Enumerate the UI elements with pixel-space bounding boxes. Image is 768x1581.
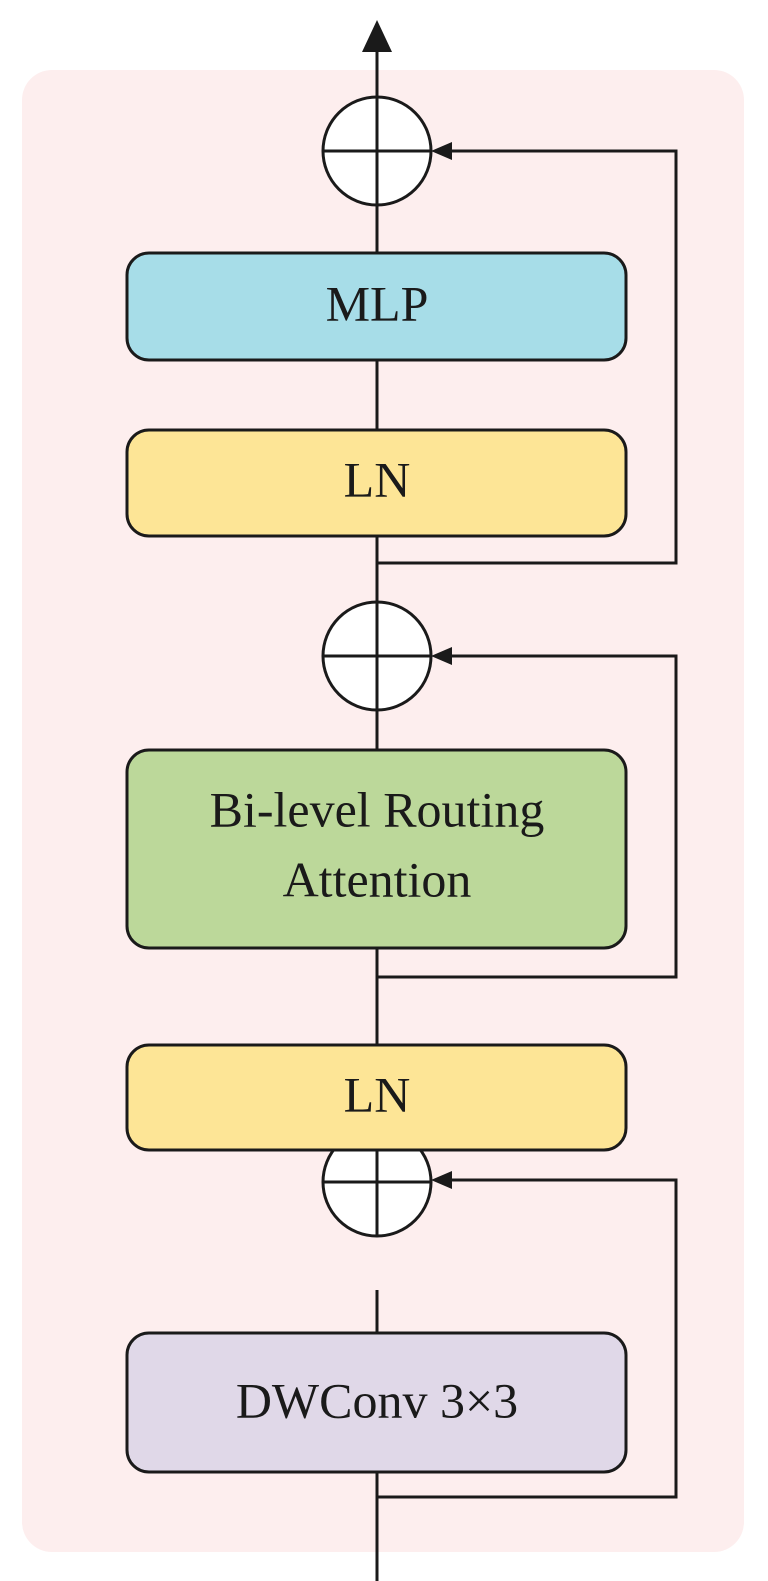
- mlp-block: MLP: [125, 251, 628, 362]
- attention-block: Bi-level Routing Attention: [125, 748, 628, 950]
- layernorm-bottom-label: LN: [344, 1066, 411, 1122]
- arrowhead-icon: [431, 142, 452, 160]
- layernorm-top-label: LN: [344, 451, 411, 507]
- layernorm-top-block: LN: [125, 428, 628, 538]
- residual-connections: [377, 149, 678, 1499]
- dwconv-block: DWConv 3×3: [125, 1331, 628, 1474]
- skip-connection-dwconv: [377, 1178, 678, 1499]
- attention-label-line2: Attention: [283, 851, 472, 907]
- attention-label-line1: Bi-level Routing: [210, 781, 545, 837]
- skip-connection-mlp: [377, 149, 678, 565]
- skip-connection-attention: [377, 654, 678, 979]
- layernorm-bottom-block: LN: [125, 1043, 628, 1152]
- arrowheads: [431, 142, 452, 1189]
- mlp-label: MLP: [326, 275, 429, 331]
- adder-top: [321, 95, 433, 207]
- arrowhead-icon: [431, 647, 452, 665]
- adder-middle: [321, 600, 433, 712]
- adder-bottom: [321, 1126, 433, 1238]
- output-arrow-icon: [362, 20, 392, 52]
- dwconv-label: DWConv 3×3: [236, 1372, 518, 1428]
- arrowhead-icon: [431, 1171, 452, 1189]
